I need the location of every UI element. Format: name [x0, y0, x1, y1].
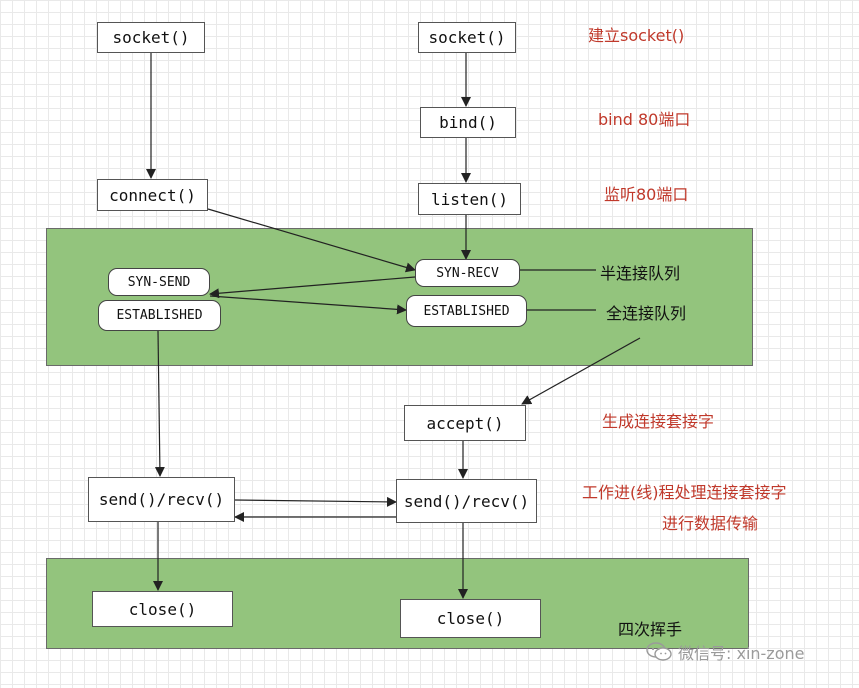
- watermark: 微信号: xin-zone: [646, 640, 804, 664]
- server-send-recv-box: send()/recv(): [396, 479, 537, 523]
- bind-box: bind(): [420, 107, 516, 138]
- handshake-zone: [46, 228, 753, 366]
- watermark-text: 微信号: xin-zone: [678, 644, 805, 663]
- arrow-synsend-established: [209, 295, 407, 315]
- arrow-connect-synrecv: [207, 208, 416, 273]
- client-socket-box: socket(): [97, 22, 205, 53]
- label-half-queue: 半连接队列: [600, 264, 681, 283]
- syn-recv-state: SYN-RECV: [415, 259, 520, 287]
- listen-box: listen(): [418, 183, 521, 215]
- note-worker-line2: 进行数据传输: [662, 514, 759, 533]
- arrow-client-to-server-data: [234, 496, 397, 507]
- accept-box: accept(): [404, 405, 526, 441]
- note-listen-port: 监听80端口: [604, 185, 689, 204]
- server-socket-box: socket(): [418, 22, 516, 53]
- note-gen-socket: 生成连接套接字: [602, 412, 715, 431]
- note-worker-line1: 工作进(线)程处理连接套接字: [582, 483, 787, 502]
- label-four-wave: 四次挥手: [618, 620, 683, 639]
- note-create-socket: 建立socket(): [588, 26, 685, 45]
- server-established-state: ESTABLISHED: [406, 295, 527, 327]
- label-full-queue: 全连接队列: [606, 304, 687, 323]
- client-established-state: ESTABLISHED: [98, 300, 221, 331]
- client-close-box: close(): [92, 591, 233, 627]
- arrow-queue-accept: [521, 337, 641, 405]
- arrow-client-established-send: [154, 330, 165, 477]
- arrow-synrecv-synsend: [209, 276, 416, 299]
- server-close-box: close(): [400, 599, 541, 638]
- syn-send-state: SYN-SEND: [108, 268, 210, 296]
- client-send-recv-box: send()/recv(): [88, 477, 235, 522]
- note-bind-port: bind 80端口: [598, 110, 691, 129]
- wechat-icon: [646, 642, 672, 661]
- connect-box: connect(): [97, 179, 208, 211]
